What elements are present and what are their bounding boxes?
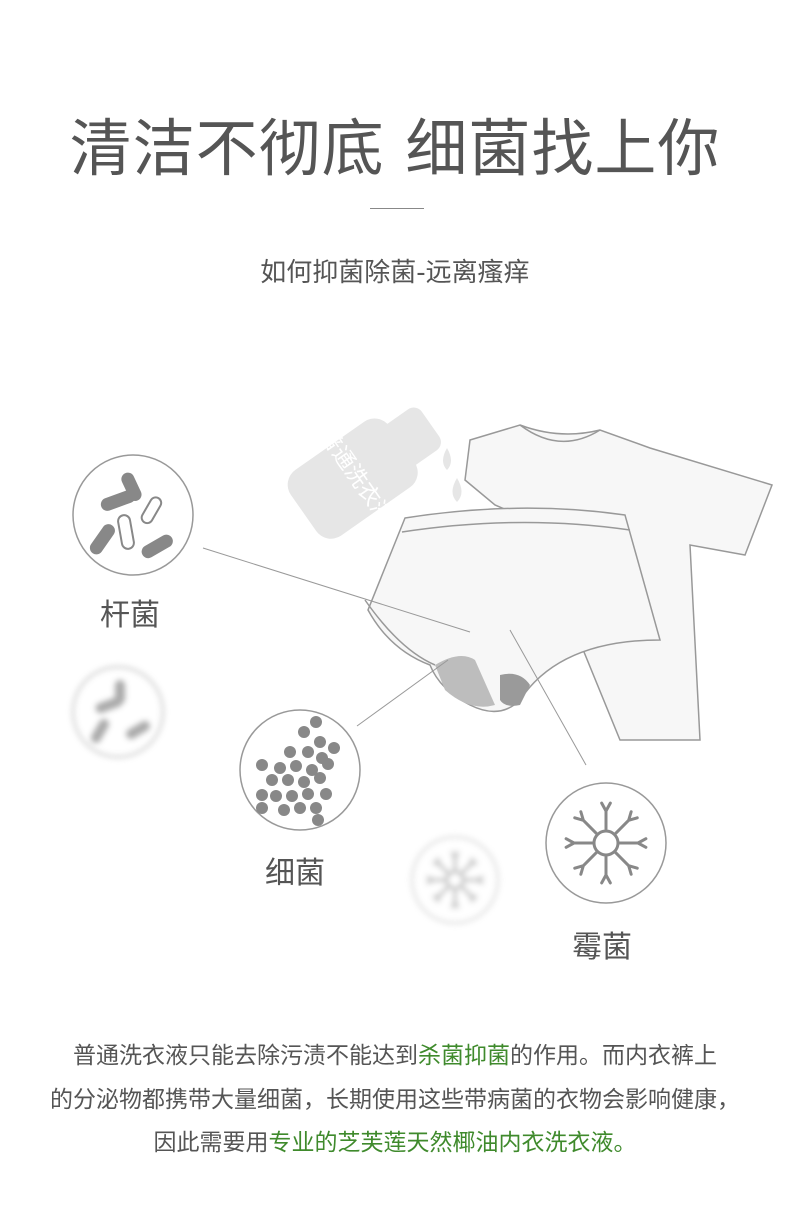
leader-line	[356, 659, 449, 727]
bacteria-dot	[310, 716, 322, 728]
bacteria-dot	[256, 802, 268, 814]
text: 的作用。而内衣裤上	[510, 1043, 717, 1069]
highlight-text: 杀菌抑菌	[418, 1043, 510, 1069]
leader-line	[202, 547, 471, 633]
bacteria-dot	[314, 736, 326, 748]
highlight-text: 专业的芝芙莲天然椰油内衣洗衣液。	[268, 1130, 637, 1156]
description-line-2: 的分泌物都携带大量细菌，长期使用这些带病菌的衣物会影响健康，	[50, 1087, 740, 1113]
blurred-mold-icon	[411, 836, 499, 924]
text: 因此需要用	[153, 1130, 269, 1156]
bacteria-dot	[302, 746, 314, 758]
bacteria-dot	[256, 759, 268, 771]
text: 普通洗衣液只能去除污渍不能达到	[73, 1043, 418, 1069]
blurred-rod-bacteria-icon	[72, 666, 164, 758]
bacteria-dot	[270, 790, 282, 802]
underwear-waistband	[401, 521, 631, 533]
bacteria-dot	[306, 764, 318, 776]
bacteria-dot	[274, 762, 286, 774]
bacteria-dot	[286, 790, 298, 802]
mold-branches	[564, 801, 648, 885]
mold-label: 霉菌	[572, 930, 632, 965]
rod-bacteria-icon	[72, 454, 194, 576]
tshirt-collar	[519, 424, 601, 442]
bacteria-dot	[266, 774, 278, 786]
underwear-stain	[435, 656, 495, 707]
page-title: 清洁不彻底 细菌找上你	[69, 112, 721, 185]
divider	[370, 208, 424, 209]
bacteria-dot	[302, 788, 314, 800]
bacteria-dot	[256, 789, 268, 801]
bacteria-dot	[322, 758, 334, 770]
underwear-leg-hem	[364, 599, 436, 666]
bacteria-icon	[239, 709, 361, 831]
page-subtitle: 如何抑菌除菌-远离瘙痒	[260, 258, 530, 288]
bacteria-dot	[290, 760, 302, 772]
bacteria-dot	[310, 802, 322, 814]
description-line-3: 因此需要用专业的芝芙莲天然椰油内衣洗衣液。	[0, 1123, 790, 1157]
underwear-stain	[500, 673, 530, 706]
bacteria-dot	[282, 774, 294, 786]
bacteria-dot	[278, 804, 290, 816]
leader-line	[509, 629, 587, 766]
drop-icon	[443, 448, 451, 470]
rod-bacteria-label: 杆菌	[100, 598, 160, 633]
detergent-bottle-icon: 普通洗衣液	[287, 407, 441, 539]
mold-icon	[545, 782, 667, 904]
bacteria-dot	[294, 802, 306, 814]
description-line-1: 普通洗衣液只能去除污渍不能达到杀菌抑菌的作用。而内衣裤上	[0, 1036, 790, 1070]
bacteria-dot	[284, 746, 296, 758]
bacteria-dot	[298, 776, 310, 788]
bacteria-dot	[314, 772, 326, 784]
bacteria-dot	[320, 788, 332, 800]
bacteria-label: 细菌	[265, 856, 325, 891]
bacteria-dot	[298, 726, 310, 738]
mold-branches	[426, 851, 484, 909]
bacteria-dot	[312, 814, 324, 826]
bacteria-dot	[328, 742, 340, 754]
drop-icon	[452, 478, 462, 502]
